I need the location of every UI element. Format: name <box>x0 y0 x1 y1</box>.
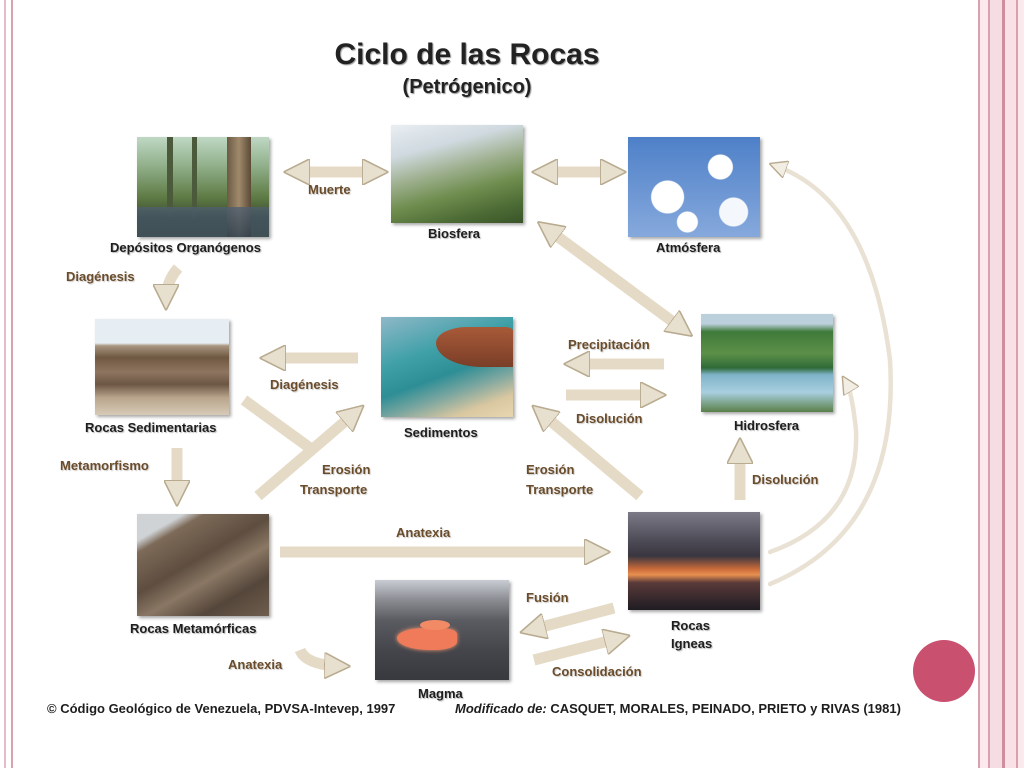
arrow-sed-cross-down <box>240 395 314 453</box>
process-transporte-1: Transporte <box>300 482 368 497</box>
photo-biosfera <box>391 125 523 223</box>
photo-rocas-igneas <box>628 512 760 610</box>
process-diagenesis-2: Diagénesis <box>270 377 339 392</box>
process-diagenesis-1: Diagénesis <box>66 269 135 284</box>
arrow-fusion <box>530 602 616 630</box>
label-hidrosfera: Hidrosfera <box>734 418 800 433</box>
arrow-biosfera-hidrosfera <box>546 228 684 330</box>
process-erosion-2: Erosión <box>526 462 575 477</box>
photo-depositos-organogenos <box>137 137 269 237</box>
credit-right: Modificado de: CASQUET, MORALES, PEINADO… <box>455 701 901 716</box>
photo-sedimentos <box>381 317 513 417</box>
arrow-erosion-2 <box>540 412 644 501</box>
photo-magma <box>375 580 509 680</box>
accent-circle <box>913 640 975 702</box>
process-transporte-2: Transporte <box>526 482 594 497</box>
photo-rocas-metamorficas <box>137 514 269 616</box>
right-border <box>978 0 1024 768</box>
label-rocas-sedimentarias: Rocas Sedimentarias <box>85 420 217 435</box>
process-precipitacion: Precipitación <box>568 337 650 352</box>
label-rocas-igneas-line1: Rocas <box>671 618 711 633</box>
process-erosion-1: Erosión <box>322 462 371 477</box>
label-magma: Magma <box>418 686 463 701</box>
label-sedimentos: Sedimentos <box>404 425 478 440</box>
label-biosfera: Biosfera <box>428 226 481 241</box>
left-border <box>0 0 13 768</box>
credit-left: © Código Geológico de Venezuela, PDVSA-I… <box>47 701 396 716</box>
process-muerte: Muerte <box>308 182 351 197</box>
process-fusion: Fusión <box>526 590 569 605</box>
diagram-title: Ciclo de las Rocas <box>334 38 600 71</box>
process-disolucion-2: Disolución <box>752 472 819 487</box>
arrow-consolidacion <box>532 638 620 666</box>
arrow-igneas-hidrosfera <box>767 382 856 555</box>
process-anatexia-1: Anatexia <box>396 525 451 540</box>
arrow-igneas-atmosfera <box>770 166 893 587</box>
photo-rocas-sedimentarias <box>95 319 229 415</box>
process-anatexia-2: Anatexia <box>228 657 283 672</box>
arrow-erosion-1 <box>254 412 356 501</box>
photo-atmosfera <box>628 137 760 237</box>
diagram-subtitle: (Petrógenico) <box>402 76 532 98</box>
label-depositos-organogenos: Depósitos Organógenos <box>110 240 261 255</box>
label-atmosfera: Atmósfera <box>656 240 721 255</box>
label-rocas-metamorficas: Rocas Metamórficas <box>130 621 257 636</box>
process-metamorfismo: Metamorfismo <box>60 458 149 473</box>
photo-hidrosfera <box>701 314 833 412</box>
credit-right-prefix: Modificado de: <box>455 701 547 716</box>
process-disolucion-1: Disolución <box>576 411 643 426</box>
credit-right-authors: CASQUET, MORALES, PEINADO, PRIETO y RIVA… <box>546 701 901 716</box>
process-consolidacion: Consolidación <box>552 664 642 679</box>
label-rocas-igneas-line2: Igneas <box>671 636 713 651</box>
arrow-diagenesis-1 <box>166 264 183 300</box>
arrow-anatexia-2 <box>294 647 340 666</box>
